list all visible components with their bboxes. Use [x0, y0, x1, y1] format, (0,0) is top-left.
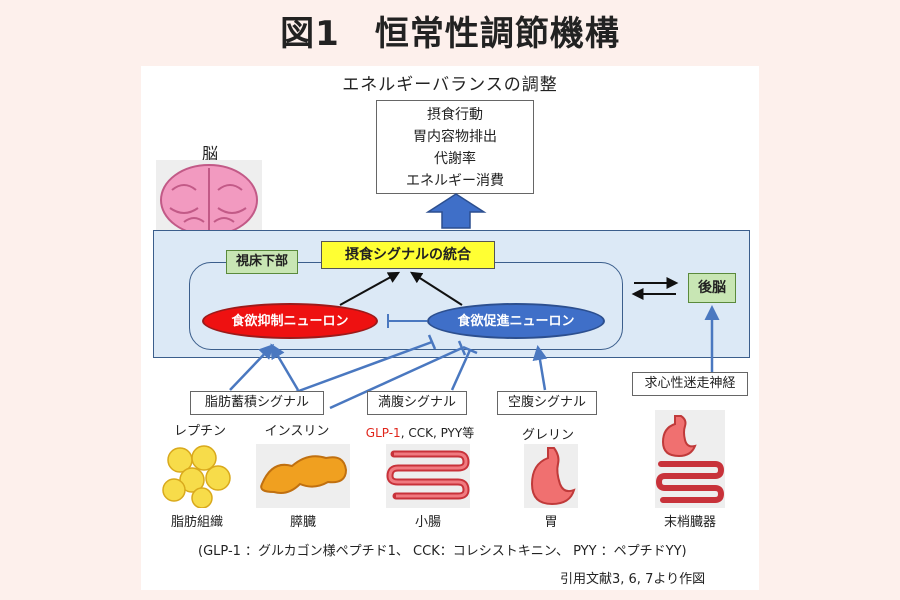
leptin-to-anorexigenic-arrow — [229, 343, 275, 391]
brain-icon — [156, 160, 262, 238]
intestine-label: 小腸 — [414, 515, 441, 530]
hypothalamus-label: 視床下部 — [226, 250, 298, 274]
glp1-label: GLP-1 — [365, 426, 401, 440]
satiety-hormones-rest: , CCK, PYY等 — [400, 426, 475, 440]
insulin-label: インスリン — [264, 424, 330, 439]
anorexigenic-to-integration-arrow — [339, 271, 401, 306]
behavior-box: 摂食行動 胃内容物排出 代謝率 エネルギー消費 — [376, 100, 534, 194]
peripheral-organs-icon — [655, 410, 725, 508]
hindbrain-box: 後脳 — [688, 273, 736, 303]
output-up-arrow — [425, 193, 487, 229]
abbreviation-note: (GLP-1 ：グルカゴン様ペプチド1、 CCK：コレシストキニン、 PYY ：… — [198, 544, 687, 559]
intestine-icon — [386, 444, 470, 508]
satiety-signal-box: 満腹シグナル — [367, 391, 467, 415]
hunger-to-orexigenic-arrow — [532, 345, 548, 391]
insulin-to-anorexigenic-arrow — [270, 343, 300, 391]
page-title: 図1 恒常性調節機構 — [280, 14, 620, 54]
orexigenic-to-integration-arrow — [409, 271, 463, 306]
fat-signal-box: 脂肪蓄積シグナル — [190, 391, 324, 415]
satiety-hormones-label: GLP-1, CCK, PYY等 — [355, 424, 485, 441]
orexigenic-neuron: 食欲促進ニューロン — [427, 303, 605, 339]
pancreas-icon — [256, 444, 350, 508]
hunger-signal-box: 空腹シグナル — [497, 391, 597, 415]
insulin-inhibits-orexigenic — [329, 346, 463, 410]
pancreas-label: 膵臓 — [289, 515, 316, 530]
adipose-label: 脂肪組織 — [170, 515, 223, 530]
leptin-label: レプチン — [173, 424, 226, 439]
brain-label: 脳 — [201, 144, 218, 163]
behavior-item: 代謝率 — [434, 151, 476, 167]
anorexigenic-neuron: 食欲抑制ニューロン — [202, 303, 378, 339]
stomach-icon — [524, 444, 578, 508]
ghrelin-label: グレリン — [521, 428, 574, 443]
diagram-subtitle: エネルギーバランスの調整 — [342, 75, 558, 95]
behavior-item: 胃内容物排出 — [413, 129, 497, 145]
stomach-label: 胃 — [544, 515, 558, 530]
leptin-inhibits-orexigenic — [295, 340, 433, 394]
behavior-item: 摂食行動 — [427, 107, 483, 123]
adipose-icon — [162, 445, 231, 508]
vagus-box: 求心性迷走神経 — [632, 372, 748, 396]
integration-box: 摂食シグナルの統合 — [321, 241, 495, 269]
peripheral-label: 末梢臓器 — [663, 515, 716, 530]
satiety-inhibits-orexigenic — [450, 349, 472, 391]
behavior-item: エネルギー消費 — [406, 173, 504, 189]
citation: 引用文献3, 6, 7より作図 — [560, 572, 706, 587]
